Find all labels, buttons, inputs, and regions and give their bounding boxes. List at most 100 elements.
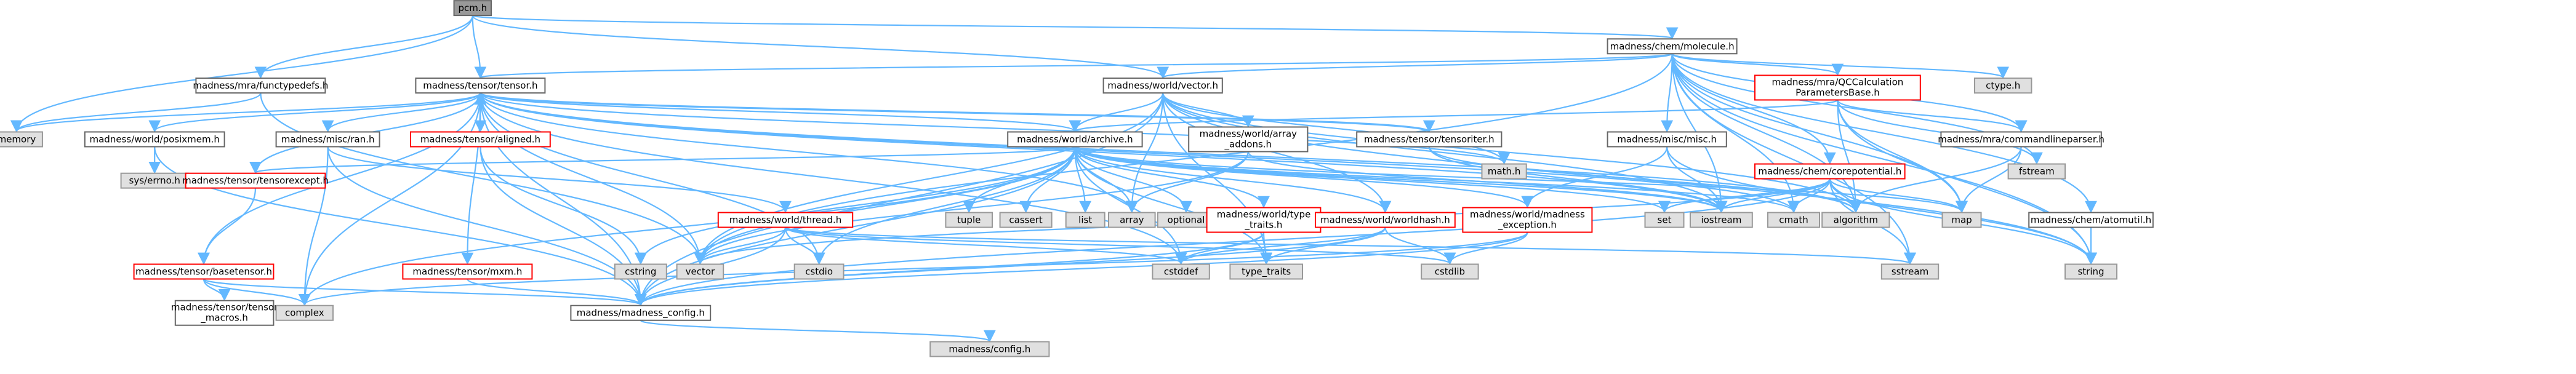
node-mex[interactable]: madness/world/madness_exception.h (1462, 207, 1593, 233)
edge-pcm-tens (471, 15, 487, 79)
edge-mol-tens (475, 53, 1673, 79)
edge-tens-iostr (479, 92, 1727, 213)
node-wtt[interactable]: madness/world/type_traits.h (1206, 207, 1322, 233)
node-cmath[interactable]: cmath (1767, 212, 1820, 228)
node-vec[interactable]: madness/world/vector.h (1102, 78, 1223, 94)
node-cfg[interactable]: madness/config.h (929, 341, 1050, 357)
edge-ran-cplx (298, 146, 329, 306)
node-opt[interactable]: optional (1157, 212, 1216, 228)
node-label: complex (285, 308, 324, 319)
node-list[interactable]: list (1065, 212, 1105, 228)
edge-wh-ttr (1260, 227, 1386, 265)
node-set[interactable]: set (1644, 212, 1685, 228)
node-arr[interactable]: madness/world/array_addons.h (1188, 126, 1309, 153)
node-ttr[interactable]: type_traits (1229, 263, 1304, 280)
node-wh[interactable]: madness/world/worldhash.h (1315, 212, 1456, 228)
node-posix[interactable]: madness/world/posixmem.h (84, 131, 225, 148)
edge-arch-cmath (1074, 146, 1800, 213)
edge-arch-ttr (1074, 146, 1273, 265)
edge-fty-mem (10, 92, 262, 133)
node-mxm[interactable]: madness/tensor/mxm.h (402, 263, 533, 280)
edge-mol-vec (1157, 53, 1673, 79)
node-label: cstddef (1164, 266, 1198, 277)
node-box (133, 263, 275, 280)
node-map[interactable]: map (1941, 212, 1982, 228)
edge-mol-qcc (1671, 53, 1844, 76)
edge-arch-cplx (299, 146, 1076, 306)
node-tens[interactable]: madness/tensor/tensor.h (415, 78, 546, 94)
edge-tens-algo (479, 92, 1862, 213)
node-label: madness/world/vector.h (1107, 80, 1218, 91)
node-atom[interactable]: madness/chem/atomutil.h (2028, 212, 2154, 228)
node-label: madness/world/posixmem.h (90, 133, 220, 145)
node-fty[interactable]: madness/mra/functypedefs.h (193, 78, 328, 94)
node-algo[interactable]: algorithm (1821, 212, 1890, 228)
node-cstdd[interactable]: cstddef (1152, 263, 1210, 280)
node-label: iostream (1701, 215, 1741, 226)
edge-tens-cstdd (479, 93, 1187, 265)
edge-qcc-cmdl (1837, 99, 2028, 133)
node-thr[interactable]: madness/world/thread.h (717, 212, 854, 228)
node-label: madness/world/type (1217, 209, 1311, 220)
node-box (1108, 212, 1156, 228)
node-label: madness/tensor/basetensor.h (135, 266, 272, 277)
node-vect[interactable]: vector (676, 263, 724, 280)
node-fstr[interactable]: fstream (2007, 163, 2066, 180)
node-label: madness/tensor/tensorexcept.h (182, 175, 329, 186)
node-cstr[interactable]: cstring (614, 263, 667, 280)
node-strg[interactable]: string (2064, 263, 2117, 280)
node-titer[interactable]: madness/tensor/tensoriter.h (1356, 131, 1503, 148)
node-box (1974, 78, 2032, 94)
edge-algn-cstr (479, 146, 647, 265)
edge-tens-vect (479, 93, 707, 265)
node-label: type_traits (1242, 266, 1291, 278)
node-qcc[interactable]: madness/mra/QCCalculationParametersBase.… (1754, 74, 1921, 101)
edge-tens-mem (10, 92, 481, 133)
node-sstr[interactable]: sstream (1880, 263, 1940, 280)
edge-arch-cstdio (813, 146, 1076, 265)
edge-pcm-fty (254, 15, 473, 79)
edge-ran-mcfg (327, 146, 647, 306)
node-base[interactable]: madness/tensor/basetensor.h (133, 263, 275, 280)
node-box (1157, 212, 1216, 228)
node-arch[interactable]: madness/world/archive.h (1007, 131, 1143, 148)
node-mem[interactable]: memory (0, 131, 43, 148)
node-box (1065, 212, 1105, 228)
node-texc[interactable]: madness/tensor/tensorexcept.h (182, 172, 329, 189)
node-tmac[interactable]: madness/tensor/tensor_macros.h (171, 300, 278, 326)
node-cmdl[interactable]: madness/mra/commandlineparser.h (1938, 131, 2105, 148)
node-ran[interactable]: madness/misc/ran.h (275, 131, 380, 148)
node-box (1690, 212, 1753, 228)
node-label: math.h (1488, 166, 1520, 177)
edge-fty-vect (260, 93, 707, 265)
node-label: madness/mra/QCCalculation (1772, 76, 1904, 87)
node-box (2007, 163, 2066, 180)
node-array[interactable]: array (1108, 212, 1156, 228)
node-pcm[interactable]: pcm.h (453, 0, 492, 17)
edge-vec-math (1162, 92, 1511, 165)
node-label: map (1951, 215, 1972, 226)
node-box (929, 341, 1050, 357)
node-cplx[interactable]: complex (275, 304, 334, 321)
node-mol[interactable]: madness/chem/molecule.h (1607, 38, 1738, 55)
node-misc[interactable]: madness/misc/misc.h (1607, 131, 1727, 148)
node-cass[interactable]: cassert (999, 212, 1053, 228)
node-ctype[interactable]: ctype.h (1974, 78, 2032, 94)
node-label: pcm.h (458, 2, 487, 14)
node-algn[interactable]: madness/tensor/aligned.h (410, 131, 551, 148)
node-box (1754, 163, 1906, 180)
node-cstdio[interactable]: cstdio (793, 263, 845, 280)
node-corep[interactable]: madness/chem/corepotential.h (1754, 163, 1906, 180)
node-iostr[interactable]: iostream (1690, 212, 1753, 228)
node-label: _exception.h (1498, 220, 1557, 231)
node-mcfg[interactable]: madness/madness_config.h (570, 304, 712, 321)
node-errno[interactable]: sys/errno.h (120, 172, 189, 189)
node-box (402, 263, 533, 280)
edge-qcc-fstr (1837, 100, 2043, 165)
edge-arr-vect (694, 151, 1249, 265)
node-tuple[interactable]: tuple (945, 212, 993, 228)
node-math[interactable]: math.h (1481, 163, 1527, 180)
node-cstdl[interactable]: cstdlib (1421, 263, 1479, 280)
edge-corep-set (1658, 178, 1831, 213)
